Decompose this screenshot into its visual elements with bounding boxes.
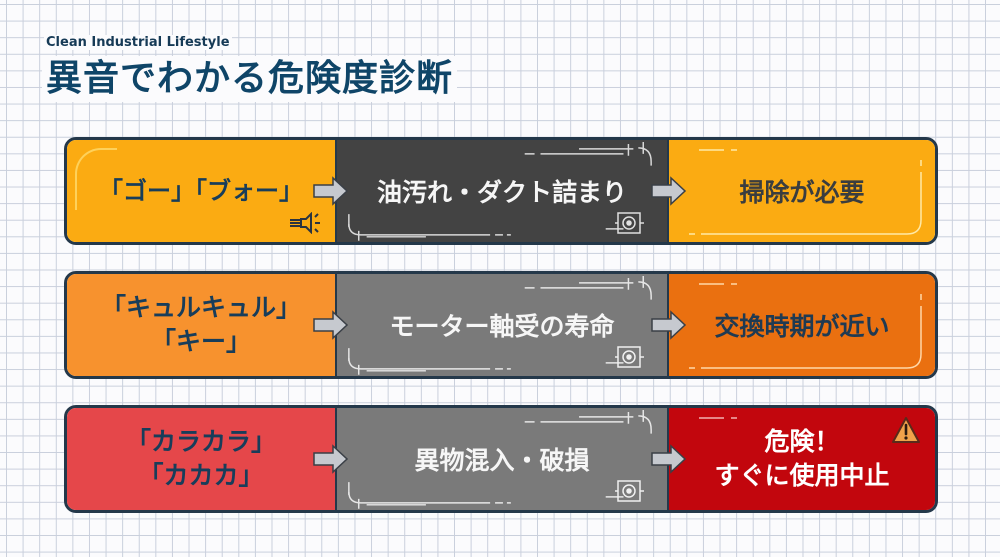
arrow-right-icon	[313, 310, 349, 340]
cause-cell: 油汚れ・ダクト詰まり	[335, 140, 669, 242]
sound-line: 「カラカラ」	[125, 427, 276, 456]
arrow-right-icon	[651, 310, 687, 340]
sound-label: 「カラカラ」 「カカカ」	[126, 425, 276, 493]
arrow-right-icon	[313, 176, 349, 206]
arrow-right-icon	[651, 176, 687, 206]
diagnosis-row-3: 「カラカラ」 「カカカ」 異物混入・破損	[64, 405, 938, 513]
fan-unit-icon	[615, 480, 644, 502]
result-label: 掃除が必要	[739, 178, 865, 207]
sound-label: 「ゴー」「ブォー」	[99, 177, 303, 205]
diagnosis-row-2: 「キュルキュル」 「キー」 モーター軸受の寿命	[64, 271, 938, 379]
result-cell: 交換時期が近い	[669, 274, 935, 376]
diagnosis-row-1: 「ゴー」「ブォー」 油汚れ・ダクト詰まり	[64, 137, 938, 245]
result-label: 危険！ すぐに使用中止	[714, 425, 889, 493]
page-title: 異音でわかる危険度診断	[42, 56, 458, 102]
cause-label: モーター軸受の寿命	[389, 312, 615, 341]
result-line: すぐに使用中止	[714, 461, 890, 490]
warning-icon	[892, 417, 920, 443]
arrow-right-icon	[313, 444, 349, 474]
result-line: 危険！	[764, 427, 840, 456]
sound-label: 「キュルキュル」 「キー」	[101, 291, 301, 359]
fan-unit-icon	[615, 212, 644, 234]
decorative-arc	[75, 148, 117, 210]
cause-cell: 異物混入・破損	[335, 408, 669, 510]
result-cell: 掃除が必要	[669, 140, 935, 242]
result-label: 交換時期が近い	[714, 312, 890, 341]
cause-label: 油汚れ・ダクト詰まり	[376, 178, 627, 207]
sound-cell: 「ゴー」「ブォー」	[67, 140, 335, 242]
arrow-right-icon	[651, 444, 687, 474]
sound-line: 「カカカ」	[138, 461, 264, 490]
cause-label: 異物混入・破損	[414, 446, 590, 475]
fan-unit-icon	[615, 346, 644, 368]
brand-label: Clean Industrial Lifestyle	[44, 35, 232, 50]
speaker-icon	[290, 212, 320, 234]
sound-line: 「キュルキュル」	[100, 293, 301, 322]
result-cell: 危険！ すぐに使用中止	[669, 408, 935, 510]
sound-cell: 「カラカラ」 「カカカ」	[67, 408, 335, 510]
sound-line: 「キー」	[150, 327, 251, 356]
cause-cell: モーター軸受の寿命	[335, 274, 669, 376]
sound-cell: 「キュルキュル」 「キー」	[67, 274, 335, 376]
